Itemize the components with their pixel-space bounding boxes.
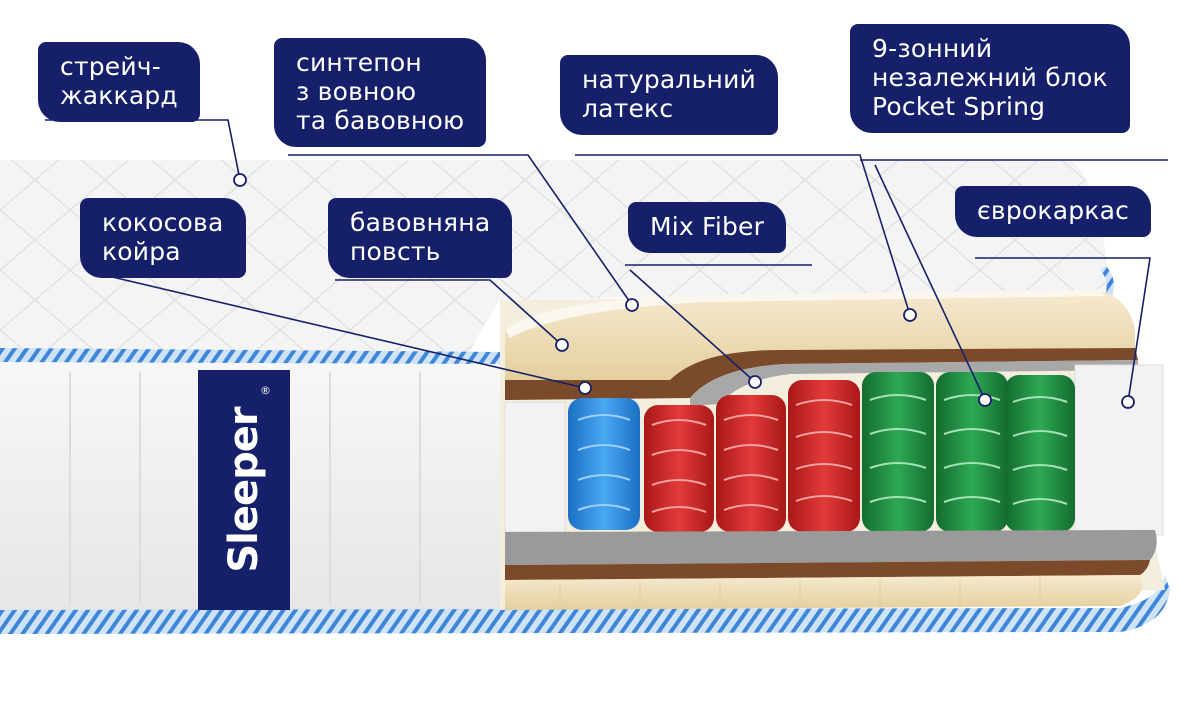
label-line: з вовною — [296, 77, 417, 106]
top-piping — [0, 348, 500, 364]
label-line: койра — [102, 237, 181, 266]
coir-bottom-layer — [505, 560, 1150, 580]
label-coconut-coir: кокосова койра — [80, 198, 246, 278]
label-sintepon: синтепон з вовною та бавовною — [274, 38, 487, 147]
brand-name: Sleeper — [221, 407, 267, 573]
label-line: жаккард — [60, 81, 178, 110]
label-pocket-spring: 9-зонний незалежний блок Pocket Spring — [850, 24, 1130, 133]
brand-registered-mark: ® — [260, 384, 271, 397]
coir-upper-layer — [505, 348, 1138, 400]
label-line: бавовняна — [350, 208, 491, 237]
label-line: та бавовною — [296, 106, 465, 135]
label-cotton-felt: бавовняна повсть — [328, 198, 513, 278]
spring-green-1 — [862, 372, 934, 532]
label-line: натуральний — [582, 65, 756, 94]
label-euro-frame: єврокаркас — [955, 186, 1152, 237]
latex-top-layer — [505, 290, 1135, 380]
label-mix-fiber: Mix Fiber — [628, 202, 787, 253]
label-line: Mix Fiber — [650, 212, 765, 241]
spring-red-3 — [788, 380, 860, 532]
label-line: єврокаркас — [977, 196, 1130, 225]
label-line: латекс — [582, 94, 674, 123]
label-line: 9-зонний — [872, 34, 993, 63]
label-line: повсть — [350, 237, 441, 266]
spring-blue — [568, 398, 640, 530]
spring-green-2 — [936, 372, 1008, 532]
label-line: незалежний блок — [872, 63, 1108, 92]
spring-green-3 — [1005, 375, 1075, 532]
label-line: кокосова — [102, 208, 224, 237]
euro-frame-left — [504, 401, 566, 533]
label-line: синтепон — [296, 48, 422, 77]
brand-tag — [198, 370, 290, 610]
label-natural-latex: натуральний латекс — [560, 55, 778, 135]
brand-logo: Sleeper ® — [198, 370, 290, 610]
spring-red-2 — [716, 395, 786, 532]
latex-bottom-layer — [505, 575, 1143, 610]
label-stretch-jacquard: стрейч- жаккард — [38, 42, 200, 122]
euro-frame-right — [1074, 364, 1164, 536]
spring-red-1 — [644, 405, 714, 532]
bottom-piping — [0, 575, 1170, 634]
mattress-top-surface — [0, 160, 1110, 352]
leader-dots — [233, 173, 1135, 409]
label-line: стрейч- — [60, 52, 161, 81]
label-line: Pocket Spring — [872, 92, 1046, 121]
felt-bottom-layer — [505, 530, 1157, 565]
